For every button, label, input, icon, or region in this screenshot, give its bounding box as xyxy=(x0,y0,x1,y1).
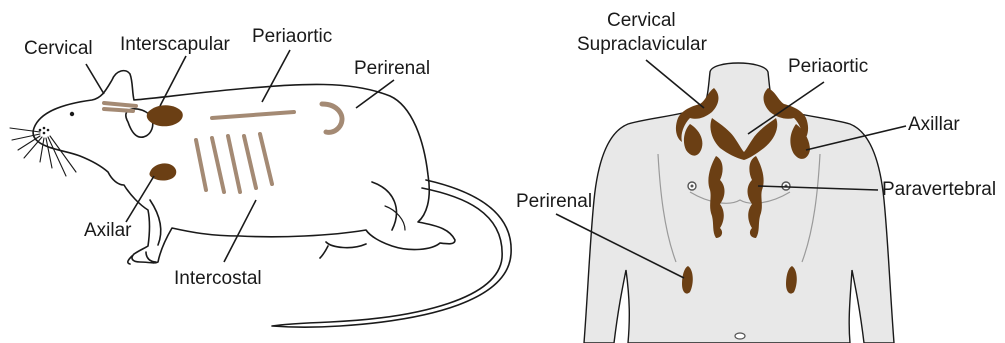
human-label-periaortic: Periaortic xyxy=(788,56,868,77)
navel-icon xyxy=(735,333,745,339)
human-body-outline xyxy=(584,63,894,343)
rodent-label-periaortic: Periaortic xyxy=(252,26,332,47)
rodent-interscapular-depot xyxy=(147,105,183,126)
human-label-paravertebral: Paravertebral xyxy=(882,179,996,200)
human-torso xyxy=(584,63,894,343)
rodent-label-perirenal: Perirenal xyxy=(354,58,430,79)
human-label-cervical: Cervical xyxy=(607,10,676,31)
rodent-hind-leg xyxy=(372,182,396,230)
rodent-front-leg xyxy=(150,200,161,245)
rodent-label-axilar: Axilar xyxy=(84,220,132,241)
rodent-label-intercostal: Intercostal xyxy=(174,268,262,289)
human-label-axillar: Axillar xyxy=(908,114,960,135)
rodent-label-interscapular: Interscapular xyxy=(120,34,231,55)
rodent-tail xyxy=(272,180,511,327)
rodent-label-cervical: Cervical xyxy=(24,38,93,59)
rodent-periaortic-depot xyxy=(212,112,294,118)
human-label-supraclavicular: Supraclavicular xyxy=(577,34,708,55)
rodent-intercostal-depot xyxy=(196,134,272,192)
rodent-cervical-depot xyxy=(104,103,136,111)
rodent-perirenal-depot xyxy=(322,104,342,132)
rodent-fat-depots xyxy=(104,103,342,192)
human-label-perirenal: Perirenal xyxy=(516,191,592,212)
